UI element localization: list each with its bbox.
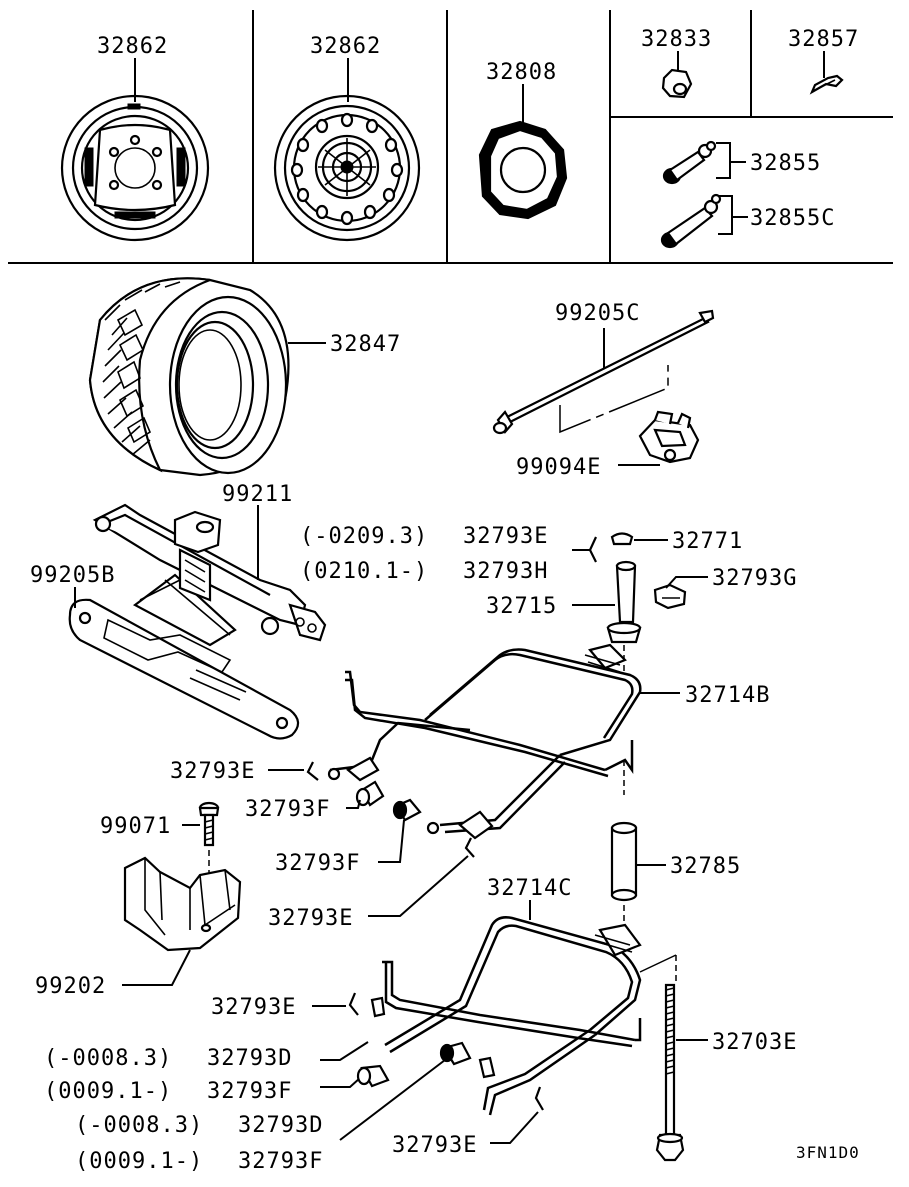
cap-top-drawing [610, 532, 634, 546]
handle-rod-drawing [492, 309, 715, 435]
long-bolt-drawing [655, 983, 685, 1162]
label-jack: 99211 [222, 482, 293, 507]
leader-line [639, 954, 677, 973]
hub-cap-drawing [478, 120, 568, 220]
date-range-low-a: (-0008.3) [75, 1113, 203, 1138]
label-pin-h: 32793H [463, 559, 548, 584]
label-long-bolt: 32703E [712, 1030, 797, 1055]
date-range-top-a: (-0209.3) [300, 524, 428, 549]
label-valve-c: 32855C [750, 206, 835, 231]
label-sleeve: 32785 [670, 854, 741, 879]
alloy-wheel-drawing [273, 94, 421, 242]
label-pin-e-low: 32793E [211, 995, 296, 1020]
label-pin-d-2: 32793D [238, 1113, 323, 1138]
date-range-top-b: (0210.1-) [300, 559, 428, 584]
label-pin-e-top: 32793E [463, 524, 548, 549]
leader-line [122, 949, 191, 986]
valve-a-drawing [662, 140, 717, 185]
label-wheel-alloy: 32862 [310, 34, 381, 59]
label-tire: 32847 [330, 332, 401, 357]
pin-f-1-drawing [356, 1064, 390, 1088]
label-hub-cap: 32808 [486, 60, 557, 85]
leader-line [378, 819, 405, 863]
label-pin-e-bottom: 32793E [392, 1133, 477, 1158]
leader-line [665, 576, 708, 589]
label-post: 32715 [486, 594, 557, 619]
bolt-g-drawing [653, 583, 687, 610]
diagram-code: 3FN1D0 [796, 1143, 860, 1162]
valve-c-drawing [660, 193, 722, 249]
leader-line [490, 1111, 539, 1144]
pin-f-mid-drawing [392, 798, 422, 822]
label-carrier-b: 32714B [685, 683, 770, 708]
bolt-99071-drawing [198, 801, 220, 847]
pin-e-bottom-drawing [534, 1086, 544, 1111]
label-bracket: 99202 [35, 974, 106, 999]
washer-icon [327, 767, 341, 781]
label-pin-f-left: 32793F [245, 797, 330, 822]
label-pin-e-mid: 32793E [268, 906, 353, 931]
carrier-c-drawing [370, 916, 642, 1116]
label-pin-f-2: 32793F [238, 1149, 323, 1174]
panel-dividers [8, 10, 893, 264]
label-pin-f-mid: 32793F [275, 851, 360, 876]
label-pin-d-1: 32793D [207, 1046, 292, 1071]
label-bolt-99071: 99071 [100, 814, 171, 839]
leader-line [718, 195, 748, 235]
clip-drawing [638, 410, 700, 464]
steel-wheel-drawing [60, 94, 210, 242]
nut-drawing [661, 68, 693, 99]
sleeve-drawing [610, 821, 638, 902]
label-clip: 99094E [516, 455, 601, 480]
date-range-low-b: (0009.1-) [75, 1149, 203, 1174]
date-range-mid-a: (-0008.3) [44, 1046, 172, 1071]
label-valve-a: 32855 [750, 151, 821, 176]
post-drawing [606, 560, 642, 644]
leader-line [716, 142, 746, 179]
wrench-drawing [68, 598, 300, 740]
carrier-b-drawing [329, 643, 642, 840]
leader-line [368, 855, 469, 917]
label-wheel-steel: 32862 [97, 34, 168, 59]
pin-e-top-drawing [588, 536, 597, 563]
bracket-drawing [123, 856, 242, 952]
tire-drawing [88, 277, 290, 477]
leader-line [346, 799, 361, 809]
washer-icon [426, 821, 440, 835]
pin-e-mid-drawing [464, 837, 475, 858]
jack-drawing [92, 503, 327, 647]
label-handle-rod: 99205C [555, 301, 640, 326]
label-wrench: 99205B [30, 563, 115, 588]
date-range-mid-b: (0009.1-) [44, 1079, 172, 1104]
label-cap-top: 32771 [672, 529, 743, 554]
label-valve-cap: 32857 [788, 27, 859, 52]
label-nut: 32833 [641, 27, 712, 52]
label-carrier-c: 32714C [487, 876, 572, 901]
label-pin-f-1: 32793F [207, 1079, 292, 1104]
leader-line [320, 1077, 361, 1088]
label-bolt-g: 32793G [712, 566, 797, 591]
leader-line [320, 1041, 369, 1061]
leader-line [559, 365, 669, 434]
pin-e-low-drawing [348, 992, 359, 1016]
leader-line [339, 1059, 446, 1141]
label-pin-e-left: 32793E [170, 759, 255, 784]
pin-f-left-drawing [355, 780, 385, 807]
valve-cap-drawing [809, 74, 844, 95]
pin-e-left-drawing [306, 761, 319, 781]
pin-f-2-drawing [439, 1041, 472, 1066]
